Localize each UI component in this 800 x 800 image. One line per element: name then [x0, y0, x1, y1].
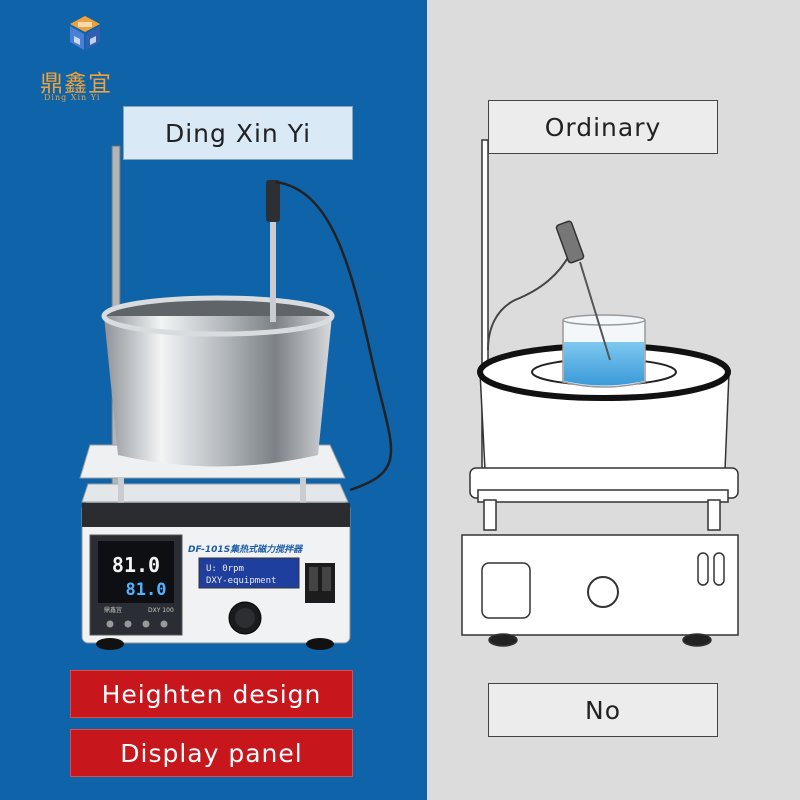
ordinary-stirrer	[461, 139, 739, 647]
controller-button[interactable]	[160, 620, 168, 628]
ordinary-title-label: Ordinary	[488, 100, 718, 154]
temp-actual-display: 81.0	[126, 580, 167, 600]
cube-logo-icon	[70, 16, 100, 50]
controller-brand: 鼎鑫宜	[104, 606, 122, 614]
lcd-line-model: DXY-equipment	[206, 576, 276, 586]
model-label: DF-101S集热式磁力搅拌器	[188, 544, 303, 555]
dingxinyi-stirrer: 81.0 81.0 鼎鑫宜 DXY 100 DF-101S集热式磁力搅拌器 U:…	[79, 145, 393, 650]
logo-brand-subtitle: Ding Xin Yi	[44, 93, 101, 102]
feature-heighten-label: Heighten design	[70, 670, 353, 718]
temp-set-display: 81.0	[112, 553, 160, 577]
controller-button[interactable]	[142, 620, 150, 628]
brand-title-label: Ding Xin Yi	[123, 106, 353, 160]
feature-display-label: Display panel	[70, 729, 353, 777]
controller-model: DXY 100	[148, 607, 174, 614]
lcd-line-speed: U: 0rpm	[206, 564, 244, 574]
logo-brand-name: 鼎鑫宜	[40, 71, 112, 97]
controller-button[interactable]	[124, 620, 132, 628]
controller-button[interactable]	[106, 620, 114, 628]
ordinary-answer-label: No	[488, 683, 718, 737]
